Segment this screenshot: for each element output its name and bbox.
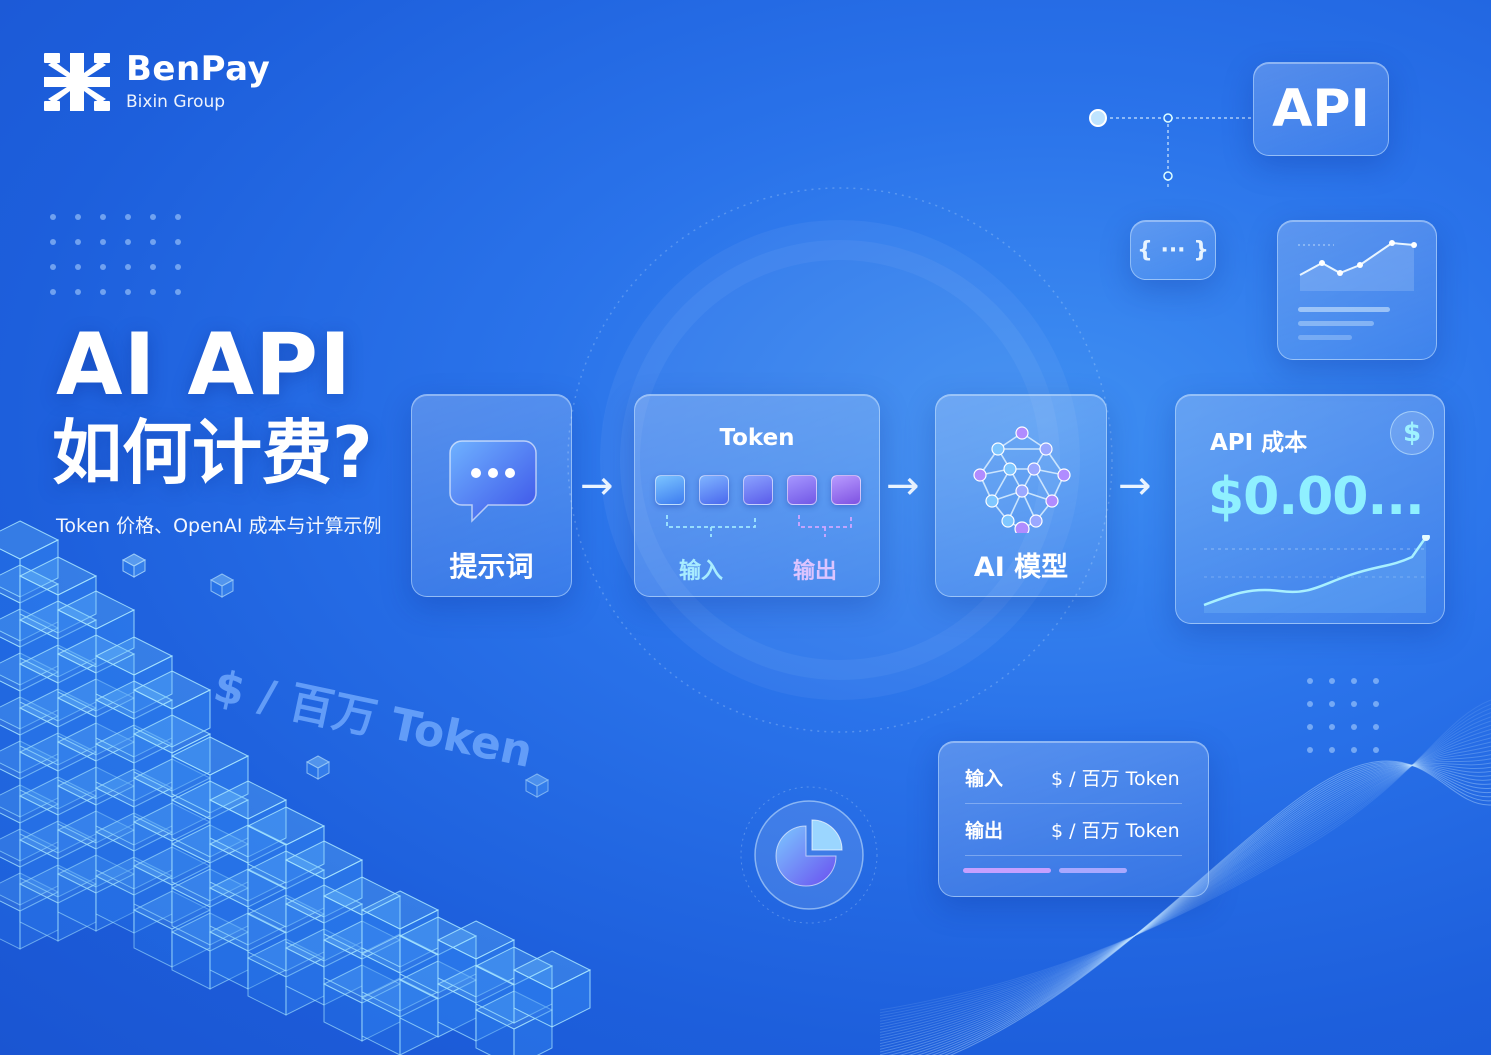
prompt-label: 提示词 <box>449 550 534 583</box>
decor-cube <box>208 780 288 858</box>
chat-bubble-icon <box>449 440 537 523</box>
benpay-logo-icon <box>44 53 110 111</box>
neural-network-icon <box>973 426 1071 533</box>
model-label: AI 模型 <box>973 552 1069 583</box>
dollar-icon: $ <box>1390 411 1434 455</box>
pricing-card: 输入 $ / 百万 Token 输出 $ / 百万 Token <box>938 741 1209 897</box>
cost-trend-chart-icon <box>1203 535 1430 613</box>
json-badge: { ··· } <box>1130 220 1216 280</box>
token-square <box>655 475 685 505</box>
model-card: AI 模型 <box>935 394 1107 597</box>
pricing-row-output: 输出 $ / 百万 Token <box>965 816 1182 856</box>
brand-subtitle: Bixin Group <box>126 92 226 112</box>
pricing-row-input: 输入 $ / 百万 Token <box>965 764 1182 804</box>
decor-wave-lines <box>880 699 1491 1055</box>
decor-cube <box>322 876 402 954</box>
page-title: AI API <box>56 315 353 415</box>
token-square <box>743 475 773 505</box>
decor-cube-field <box>0 520 592 1055</box>
token-square <box>787 475 817 505</box>
decor-cube <box>18 556 98 634</box>
brand-name: BenPay <box>126 49 271 89</box>
pricing-bar <box>1059 868 1127 873</box>
decor-cube <box>0 740 60 818</box>
decor-cube <box>246 806 326 884</box>
decor-cube <box>0 696 60 774</box>
decor-dot-grid <box>1307 678 1395 753</box>
decor-ring <box>567 187 1113 733</box>
cost-title: API 成本 <box>1210 430 1308 456</box>
pricing-value: $ / 百万 Token <box>1051 768 1180 790</box>
token-square <box>699 475 729 505</box>
token-bracket-icon <box>666 515 852 537</box>
decor-cube <box>0 784 60 862</box>
page-title-question: 如何计费? <box>52 412 373 494</box>
prompt-card: 提示词 <box>411 394 572 597</box>
decor-cube <box>360 890 440 968</box>
decor-cube <box>56 678 136 756</box>
pricing-value: $ / 百万 Token <box>1051 820 1180 842</box>
token-title: Token <box>719 425 795 451</box>
decor-cube <box>0 828 60 906</box>
mini-chart-card <box>1277 220 1437 360</box>
decor-cube <box>56 766 136 844</box>
line-chart-icon <box>1298 240 1417 340</box>
decor-cube <box>56 590 136 668</box>
flow-arrow-icon: → <box>886 463 920 509</box>
cost-value: $0.00... <box>1208 467 1425 527</box>
decor-cube <box>132 670 212 748</box>
decor-cube <box>474 946 554 1024</box>
decor-cube <box>56 854 136 932</box>
decor-cube <box>132 714 212 792</box>
decor-cube <box>398 960 478 1038</box>
brand-logo: BenPay Bixin Group <box>44 52 270 112</box>
decor-cube <box>284 840 364 918</box>
token-card: Token 输入 输出 <box>634 394 880 597</box>
decor-cube <box>436 920 516 998</box>
token-square <box>831 475 861 505</box>
api-connector <box>1089 109 1252 190</box>
flow-arrow-icon: → <box>580 463 614 509</box>
api-badge: API <box>1253 62 1389 156</box>
page-subtitle: Token 价格、OpenAI 成本与计算示例 <box>56 515 382 537</box>
decor-cube <box>0 608 60 686</box>
decor-cube <box>94 636 174 714</box>
flow-arrow-icon: → <box>1118 463 1152 509</box>
pricing-bar <box>963 868 1051 873</box>
pricing-key: 输出 <box>965 820 1004 842</box>
decor-dot-grid <box>50 214 200 295</box>
decor-cube <box>0 872 60 950</box>
pie-chart-icon <box>740 786 878 924</box>
token-output-label: 输出 <box>793 559 838 584</box>
decor-cube <box>474 990 554 1055</box>
cost-card: API 成本 $ $0.00... <box>1175 394 1445 624</box>
decor-cube <box>170 736 250 814</box>
pricing-key: 输入 <box>965 768 1004 790</box>
decor-cube <box>322 920 402 998</box>
decor-cube <box>512 950 592 1028</box>
token-input-label: 输入 <box>679 559 724 584</box>
